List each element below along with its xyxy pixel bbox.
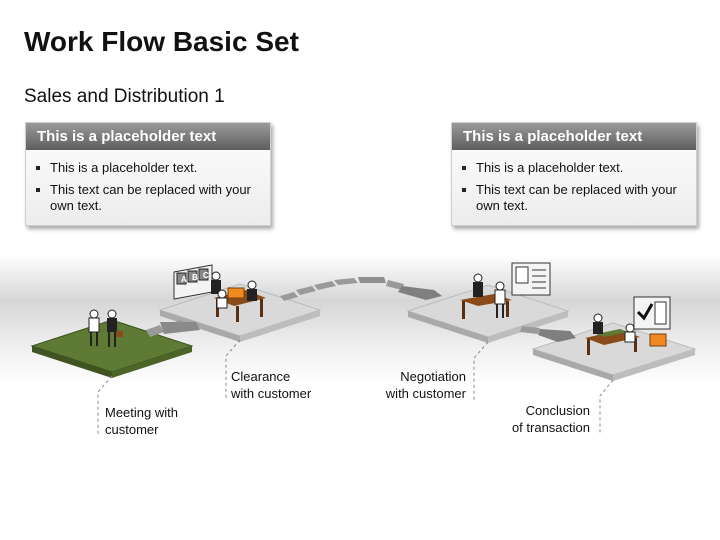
bullet-item: This is a placeholder text.: [462, 160, 696, 176]
sign-letter: A: [181, 275, 187, 284]
step-label-meeting: Meeting with customer: [105, 405, 178, 437]
page-subtitle: Sales and Distribution 1: [24, 86, 225, 107]
arrow-to-negotiation: [280, 277, 442, 301]
bullet-list: This is a placeholder text. This text ca…: [452, 160, 696, 214]
sign-letter: B: [192, 273, 198, 282]
bullet-item: This text can be replaced with your own …: [36, 182, 270, 214]
box-header: This is a placeholder text: [452, 123, 696, 150]
page-title: Work Flow Basic Set: [24, 26, 299, 57]
sign-letter: C: [203, 271, 209, 280]
placeholder-box-right: This is a placeholder text This is a pla…: [451, 122, 697, 226]
box-header: This is a placeholder text: [26, 123, 270, 150]
clearance-scene-icon: A B C: [173, 264, 266, 322]
bullet-item: This is a placeholder text.: [36, 160, 270, 176]
arrow-to-conclusion: [520, 326, 576, 342]
platform-clearance: [158, 283, 322, 342]
bullet-item: This text can be replaced with your own …: [462, 182, 696, 214]
step-label-clearance: Clearance with customer: [231, 369, 312, 401]
placeholder-box-left: This is a placeholder text This is a pla…: [25, 122, 271, 226]
meeting-people-icon: [88, 309, 123, 347]
bullet-list: This is a placeholder text. This text ca…: [26, 160, 270, 214]
arrow-to-clearance: [146, 320, 200, 337]
negotiation-scene-icon: [460, 262, 551, 319]
conclusion-scene-icon: [585, 296, 671, 355]
step-label-negotiation: Negotiation with customer: [385, 369, 466, 401]
step-label-conclusion: Conclusion of transaction: [511, 403, 590, 435]
leader-lines: [97, 339, 614, 434]
